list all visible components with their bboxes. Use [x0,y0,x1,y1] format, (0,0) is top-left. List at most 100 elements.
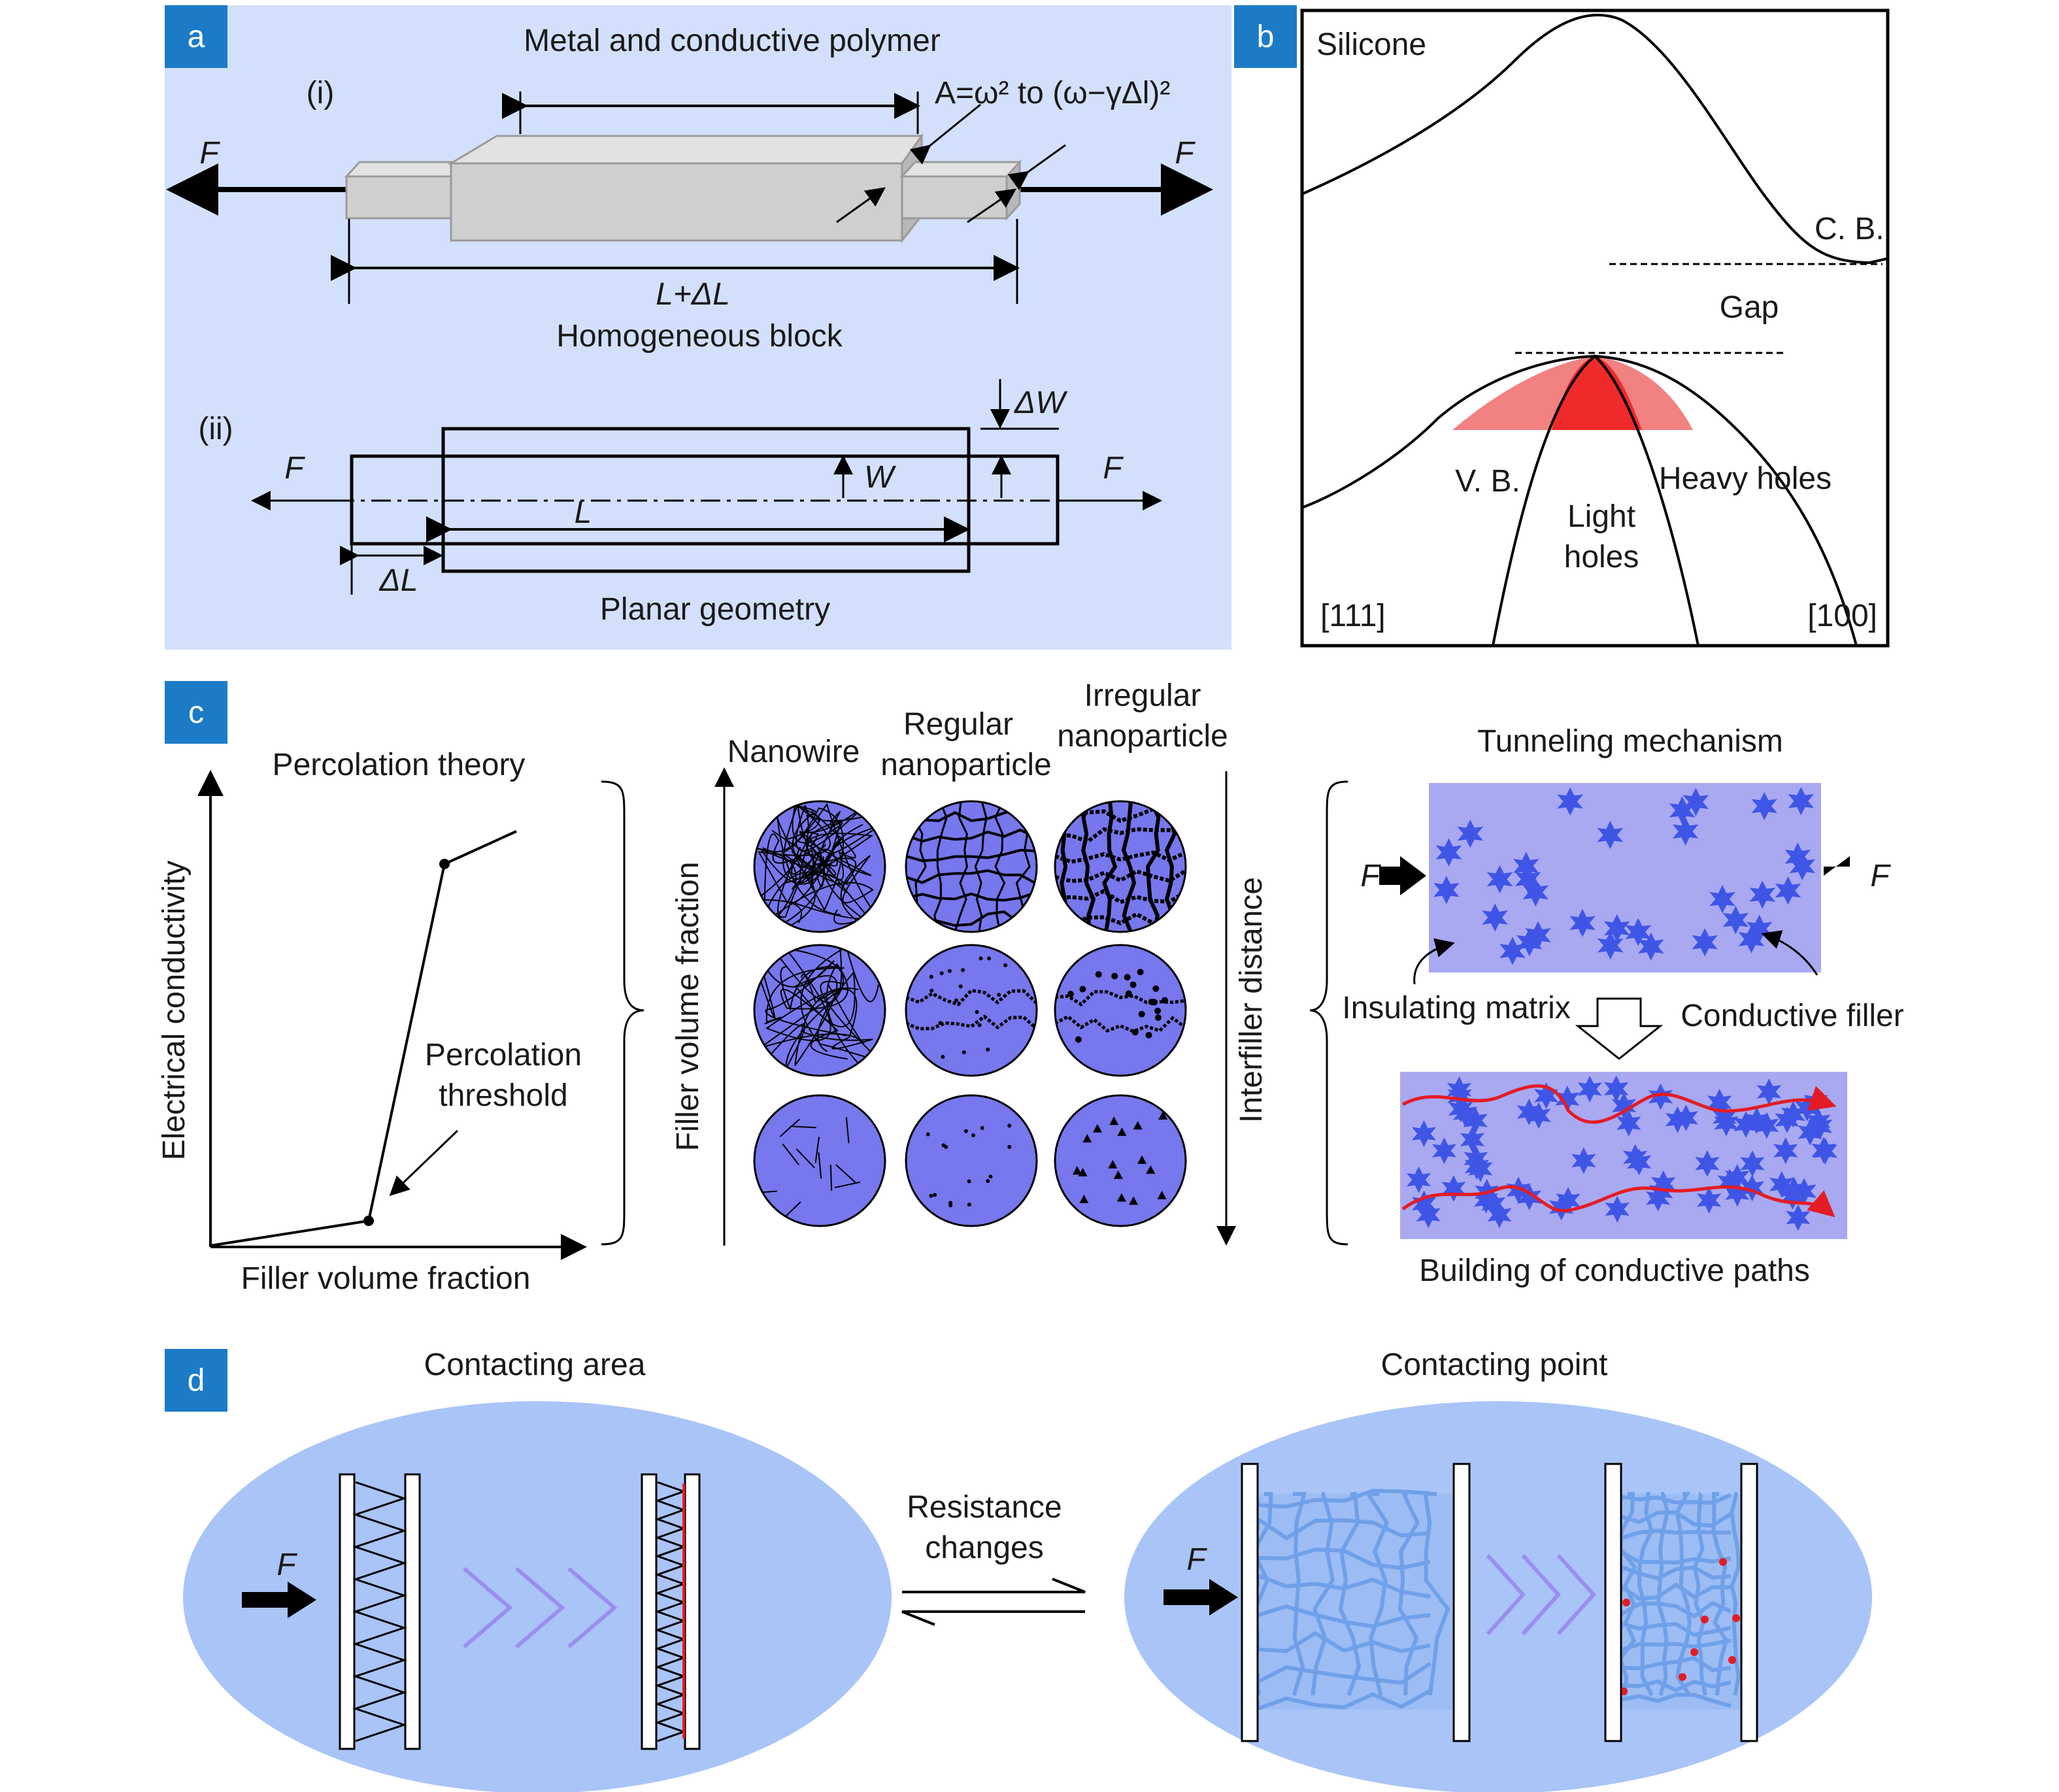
threshold-label-2: threshold [439,1078,567,1113]
tunneling-force-right-label: F [1870,859,1891,893]
threshold-point [363,1216,374,1226]
resistance-label-2: changes [925,1531,1043,1565]
column-irregular-label-1: Irregular [1084,678,1201,713]
network-strand [1637,1492,1654,1697]
contact-dot [1732,1614,1740,1622]
plate-point-right-2 [1740,1463,1758,1742]
plate-right-2 [684,1473,701,1750]
contacting-point-title: Contacting point [1381,1348,1608,1382]
network-strand [1256,1631,1431,1653]
contact-points [1620,1558,1740,1695]
plate-point-right-1 [1452,1463,1471,1742]
light-holes-label-1: Light [1567,499,1635,534]
tunneling-title: Tunneling mechanism [1477,724,1783,759]
panel-d-tag [165,1349,227,1412]
delta-w-label: ΔW [1014,386,1068,420]
left-brace [601,780,644,1246]
panel-c-tag [165,681,227,744]
network-strand [1619,1582,1732,1601]
contacting-area-title: Contacting area [424,1348,646,1382]
contact-dot [1701,1616,1709,1623]
column-irregular-label-2: nanoparticle [1057,719,1228,754]
filler-fraction-axis-label: Filler volume fraction [671,862,705,1152]
network-relaxed [1251,1489,1450,1712]
morphology-circle [753,800,886,933]
band-diagram-frame [1300,8,1890,648]
cb-label: C. B. [1815,212,1884,246]
conductive-path-1 [1401,1084,1837,1124]
network-strand [1398,1492,1420,1696]
compression-chevrons-1 [463,1567,618,1649]
network-strand [1256,1689,1431,1712]
force-point-label: F [1186,1542,1207,1577]
spring-compressed [654,1481,687,1742]
heavy-holes-label: Heavy holes [1659,461,1832,496]
w-label: W [864,460,897,495]
heavy-hole-region [1552,356,1642,430]
conductivity-curve [210,830,517,1247]
network-strand [1311,1492,1335,1696]
panel-b-tag-label: b [1257,20,1275,54]
network-strand [1256,1489,1431,1509]
panel-a: a Metal and conductive polymer (i) A=ω² … [165,5,1231,650]
panel-d-tag-label: d [188,1363,205,1398]
panel-d: d Contacting area Contacting point F Res… [165,1348,1872,1792]
x-axis-label: Filler volume fraction [241,1261,531,1296]
direction-100-label: [100] [1807,599,1877,633]
network-strand [1256,1604,1431,1629]
force-arrow-point [1163,1579,1238,1616]
morphology-circle [1054,1094,1187,1227]
light-holes-label-2: holes [1564,540,1639,574]
force-right-label: F [1175,136,1196,171]
panel-b: b Silicone C. B. Gap V. B. Heavy holes L… [1234,5,1890,648]
l-label: L [575,495,592,530]
morphology-circle [905,944,1038,1077]
column-nanowire-label: Nanowire [728,735,860,769]
contact-dot [1622,1599,1630,1606]
contact-dot [1719,1558,1727,1566]
y-axis-label: Electrical conductivity [157,861,192,1161]
contact-dot [1690,1648,1698,1656]
morphology-circle [753,1094,886,1227]
interfiller-axis-label: Interfiller distance [1234,877,1269,1123]
spring-coil [352,1481,407,1742]
plate-point-left-2 [1604,1463,1622,1742]
reverse-arrow [901,1610,1085,1626]
network-strand [1292,1492,1307,1696]
column-regular-label-2: nanoparticle [880,748,1052,782]
panel-b-tag [1234,5,1297,68]
insulating-matrix-label: Insulating matrix [1342,991,1570,1025]
network-strand [1364,1492,1390,1696]
network-strand [1619,1601,1732,1619]
spring-coil [654,1481,687,1742]
area-formula: A=ω² to (ω−γΔl)² [935,76,1170,110]
homogeneous-block [344,133,1022,244]
direction-111-label: [111] [1320,599,1386,633]
contacting-area-ellipse [183,1401,892,1792]
contact-dot [1728,1656,1736,1664]
panel-a-tag [165,5,227,68]
force-area-label: F [276,1548,297,1582]
network-strand [1692,1492,1707,1696]
morphology-grid [753,800,1187,1227]
network-strand [1256,1661,1431,1685]
force-right-ii-label: F [1103,451,1124,486]
column-regular-label-1: Regular [903,707,1013,742]
saturation-point [439,859,450,869]
resistance-label-1: Resistance [907,1490,1062,1525]
tunneling-force-left-label: F [1360,859,1381,893]
delta-l-label: ΔL [379,563,418,598]
morphology-circle [1054,800,1187,933]
threshold-label-1: Percolation [425,1038,582,1072]
morphology-circle [905,1094,1038,1227]
threshold-pointer [389,1129,459,1197]
gap-label: Gap [1720,290,1779,325]
conduction-band-curve [1303,14,1887,265]
panel-c: c Percolation theory Electrical conducti… [157,678,1904,1296]
force-arrow-area [242,1582,316,1618]
planar-caption: Planar geometry [600,592,830,627]
block-caption: Homogeneous block [556,319,843,354]
percolation-title: Percolation theory [273,748,526,782]
network-strand [1656,1492,1670,1696]
